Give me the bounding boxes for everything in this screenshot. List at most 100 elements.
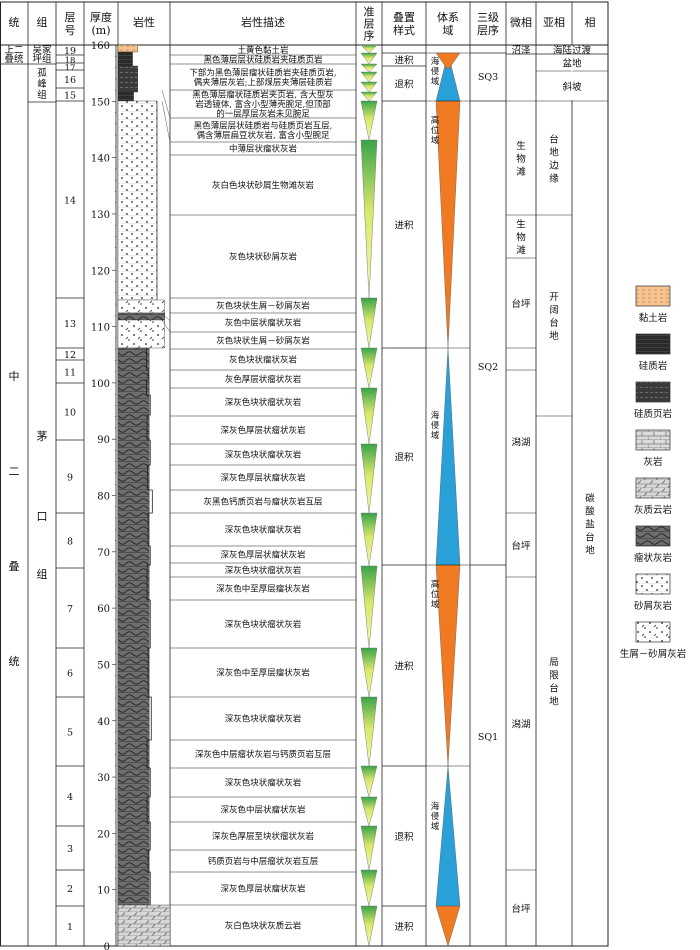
lithology-bed <box>117 44 138 53</box>
facies-label: 台 <box>585 532 595 544</box>
header-third-order-sequence: 三级 <box>477 11 499 24</box>
parasequence-triangle <box>360 765 378 798</box>
description-text: 中薄层状瘤状灰岩 <box>229 144 298 155</box>
systems-tract-label: 侵 <box>431 420 440 431</box>
stacking-label: 退积 <box>394 831 414 843</box>
subfacies-label: 限 <box>549 671 559 682</box>
header-layer: 层 <box>65 11 76 24</box>
description-text: 深灰色中至厚层瘤状灰岩 <box>216 584 310 595</box>
header-stacking: 样式 <box>393 23 415 37</box>
parasequence-triangle <box>360 512 378 567</box>
header-subfacies: 亚相 <box>543 16 565 29</box>
parasequence-triangle <box>360 347 378 389</box>
header-microfacies: 微相 <box>510 15 532 29</box>
highstand-wedge <box>435 905 461 947</box>
formation-label: 吴家 <box>32 44 52 56</box>
systems-tract-label: 侵 <box>431 811 440 822</box>
legend-label: 瘤状灰岩 <box>634 552 672 564</box>
microfacies-label: 潟湖 <box>511 437 530 449</box>
depth-tick-label: 20 <box>97 829 110 840</box>
layer-number: 6 <box>67 669 73 680</box>
system-label: 叠统 <box>4 53 24 65</box>
highstand-wedge <box>435 52 461 71</box>
legend-swatch-bio <box>635 621 671 643</box>
header-formation: 组 <box>37 15 48 29</box>
formation-label: 组 <box>37 89 47 101</box>
parasequence-triangle <box>360 100 378 141</box>
legend-swatch-sand <box>635 573 671 595</box>
description-text: 灰色块状生屑－砂屑灰岩 <box>216 336 310 347</box>
legend-swatch-dolo <box>635 477 671 499</box>
microfacies-label: 沼泽 <box>511 46 531 57</box>
subfacies-label: 局 <box>549 658 559 669</box>
system-label: 上二 <box>4 45 23 56</box>
systems-tract-label: 侵 <box>431 66 440 77</box>
legend-label: 生屑－砂屑灰岩 <box>620 648 687 660</box>
leader-line <box>161 100 171 143</box>
lithology-bed <box>117 347 150 906</box>
facies-label: 地 <box>585 545 595 557</box>
header-parasequence: 层 <box>364 18 375 31</box>
layer-number: 17 <box>65 64 76 74</box>
subfacies-label: 缘 <box>549 173 559 185</box>
depth-tick-label: 110 <box>91 323 110 334</box>
description-text: 黑色薄层瘤状硅质岩夹页岩, 含大型灰 <box>192 90 333 101</box>
depth-tick-label: 120 <box>91 266 110 277</box>
lithology-bed <box>117 100 158 301</box>
depth-tick-label: 130 <box>91 210 110 221</box>
description-text: 深灰色中层状瘤状灰岩 <box>220 805 306 816</box>
description-text: 深灰色块状瘤状灰岩 <box>225 778 302 789</box>
layer-number: 2 <box>67 884 73 895</box>
description-text: 灰色中层状瘤状灰岩 <box>225 318 302 329</box>
description-text: 深灰色块状瘤状灰岩 <box>225 565 302 576</box>
legend-swatch-cshale <box>635 381 671 403</box>
layer-number: 15 <box>64 91 76 102</box>
subfacies-label: 边 <box>549 161 559 172</box>
parasequence-triangle <box>360 63 378 73</box>
system-label: 统 <box>9 655 20 668</box>
lithology-bed <box>117 91 134 102</box>
systems-tract-label: 海 <box>431 56 440 67</box>
formation-label: 口 <box>37 510 48 523</box>
facies-label: 盐 <box>585 519 595 531</box>
description-text: 土黄色黏土岩 <box>237 45 289 56</box>
subfacies-label: 地 <box>549 330 559 342</box>
formation-label: 孤 <box>37 67 47 79</box>
depth-tick-label: 0 <box>104 942 110 950</box>
description-text: 深灰色块状瘤状灰岩 <box>225 450 302 461</box>
stacking-label: 进积 <box>394 921 414 933</box>
depth-tick-label: 40 <box>97 717 110 728</box>
subfacies-label: 阔 <box>549 304 559 316</box>
facies-label: 酸 <box>585 506 595 518</box>
formation-label: 峰 <box>37 79 47 90</box>
lithology-bed <box>117 904 171 947</box>
parasequence-triangle <box>360 297 378 349</box>
description-text: 深灰色中层瘤状灰岩与钙质页岩互层 <box>195 749 331 760</box>
lithology-bed <box>117 51 133 67</box>
description-text: 灰色块状生屑－砂屑灰岩 <box>216 301 310 312</box>
header-facies: 相 <box>585 16 596 29</box>
description-text: 岩透镜体, 富含小型薄壳腕足,但顶部 <box>195 99 331 110</box>
sequence-label: SQ2 <box>478 362 498 373</box>
depth-tick-label: 30 <box>97 773 110 784</box>
transgressive-wedge <box>435 347 461 566</box>
header-third-order-sequence: 层序 <box>477 23 499 37</box>
subfacies-label: 开 <box>549 292 559 303</box>
parasequence-triangle <box>360 647 378 698</box>
layer-number: 10 <box>64 408 76 419</box>
description-text: 深灰色块状瘤状灰岩 <box>225 714 302 725</box>
systems-tract-label: 域 <box>431 430 440 441</box>
subfacies-label: 地 <box>549 147 559 159</box>
subfacies-label: 地 <box>549 696 559 708</box>
description-text: 深灰色中至厚层瘤状灰岩 <box>216 668 310 679</box>
layer-number: 5 <box>67 728 73 739</box>
header-parasequence: 序 <box>364 29 375 43</box>
layer-number: 1 <box>67 922 73 933</box>
header-parasequence: 准 <box>364 6 375 19</box>
formation-label: 茅 <box>37 430 48 443</box>
description-text: 深灰色块状瘤状灰岩 <box>225 525 302 536</box>
header-stacking: 叠置 <box>393 11 415 24</box>
description-text: 钙质页岩与中层瘤状灰岩互层 <box>208 856 319 867</box>
parasequence-triangle <box>360 71 378 83</box>
